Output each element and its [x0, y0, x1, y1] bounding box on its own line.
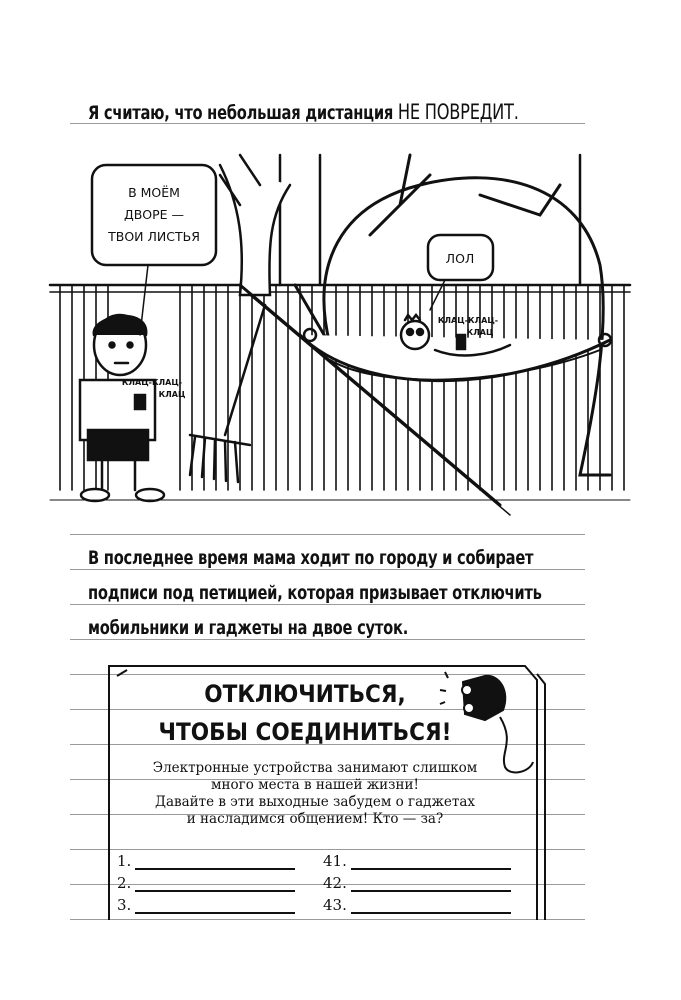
- petition-title-line2: ЧТОБЫ СОЕДИНИТЬСЯ!: [158, 718, 452, 746]
- sfx-neighbor: КЛАЦ-КЛАЦ-: [122, 378, 182, 387]
- petition-frame: [108, 665, 546, 920]
- tree-center: [293, 153, 612, 477]
- fence: [48, 283, 632, 491]
- sentence-text: Я считаю, что небольшая дистанция: [88, 102, 394, 124]
- petition-title-line1: ОТКЛЮЧИТЬСЯ,: [204, 680, 406, 708]
- bubble-greg-text: ЛОЛ: [446, 251, 475, 266]
- bubble-neighbor-line: ТВОИ ЛИСТЬЯ: [107, 229, 200, 244]
- petition-body-line: Давайте в эти выходные забудем о гаджета…: [154, 794, 476, 810]
- neighbor-character: [78, 313, 166, 503]
- signature-line[interactable]: 1.: [117, 852, 296, 870]
- petition-body: Электронные устройства занимают слишком …: [115, 760, 515, 828]
- signature-line[interactable]: 3.: [117, 896, 296, 914]
- sfx-neighbor: КЛАЦ: [159, 390, 186, 399]
- petition-body-line: и насладимся общением! Кто — за?: [186, 811, 444, 827]
- petition-body-line: Электронные устройства занимают слишком: [152, 760, 478, 776]
- paragraph-line: подписи под петицией, которая призывает …: [88, 582, 542, 604]
- greg-character: [399, 312, 512, 357]
- signature-number: 43.: [323, 896, 347, 914]
- petition-body-line: много места в нашей жизни!: [211, 777, 419, 793]
- signature-line[interactable]: 41.: [323, 852, 511, 870]
- signature-line[interactable]: 2.: [117, 874, 296, 892]
- tree-left: [218, 153, 292, 297]
- signature-number: 2.: [117, 874, 132, 892]
- sentence-emphasis: НЕ ПОВРЕДИТ.: [397, 100, 519, 124]
- bubble-neighbor-line: ДВОРЕ —: [124, 207, 184, 222]
- paragraph-line: В последнее время мама ходит по городу и…: [88, 547, 534, 569]
- paragraph-line: мобильники и гаджеты на двое суток.: [88, 617, 409, 639]
- signature-line[interactable]: 43.: [323, 896, 511, 914]
- sfx-greg: КЛАЦ-КЛАЦ-: [438, 316, 498, 325]
- signature-number: 41.: [323, 852, 347, 870]
- bubble-neighbor-line: В МОЁМ: [128, 185, 180, 200]
- opening-sentence: Я считаю, что небольшая дистанция НЕ ПОВ…: [88, 100, 519, 124]
- plug-icon: [439, 671, 534, 774]
- petition-sheet: ОТКЛЮЧИТЬСЯ, ЧТОБЫ СОЕДИНИТЬСЯ! Электрон…: [105, 662, 546, 920]
- rake: [188, 303, 267, 484]
- signature-number: 3.: [117, 896, 132, 914]
- signature-number: 42.: [323, 874, 347, 892]
- signature-line[interactable]: 42.: [323, 874, 511, 892]
- sfx-greg: КЛАЦ: [467, 328, 494, 337]
- speech-bubble-neighbor: [90, 163, 218, 267]
- illustration-hammock-scene: В МОЁМ ДВОРЕ — ТВОИ ЛИСТЬЯ ЛОЛ КЛАЦ-КЛАЦ…: [48, 153, 632, 516]
- speech-bubble-greg: [426, 233, 495, 282]
- signature-number: 1.: [117, 852, 132, 870]
